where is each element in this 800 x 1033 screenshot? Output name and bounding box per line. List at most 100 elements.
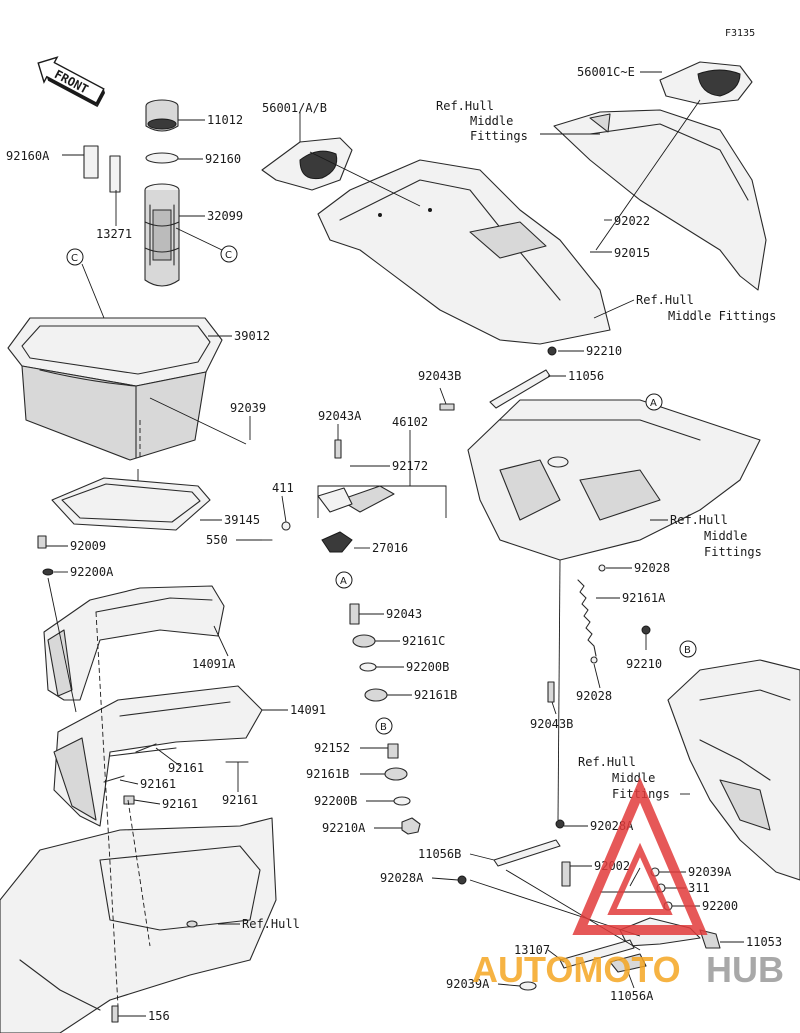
- callout-a-center-label: A: [340, 576, 347, 587]
- bracket-11056A: [609, 953, 647, 973]
- knob-27016: [321, 531, 353, 553]
- callout-c-left: [66, 248, 84, 266]
- washer-92028-lower: [590, 656, 598, 664]
- washer-92028A-upper: [555, 819, 565, 829]
- label-92210A: 92210A: [322, 821, 366, 835]
- washer-92028-upper: [598, 564, 606, 572]
- label-92161-c: 92161: [162, 797, 198, 811]
- screw-156: [111, 1005, 119, 1023]
- label-11056B: 11056B: [418, 847, 461, 861]
- label-11053: 11053: [746, 935, 782, 949]
- callout-b-center-label: B: [380, 722, 387, 733]
- label-92161B-lower: 92161B: [306, 767, 349, 781]
- callout-a-tray: [645, 393, 663, 411]
- label-92160A: 92160A: [6, 149, 50, 163]
- callout-a-tray-label: A: [650, 398, 657, 409]
- label-92160: 92160: [205, 152, 241, 166]
- tray-assembly-a: [467, 399, 761, 561]
- ref-mid-line2: Middle Fittings: [668, 309, 776, 323]
- bolt-92043: [349, 603, 360, 625]
- label-92028-lower: 92028: [576, 689, 612, 703]
- label-92022: 92022: [614, 214, 650, 228]
- latch-assembly-46102: [317, 485, 395, 513]
- label-11012: 11012: [207, 113, 243, 127]
- callout-b-center: [375, 717, 393, 735]
- label-92161-d: 92161: [222, 793, 258, 807]
- label-92161-a: 92161: [168, 761, 204, 775]
- label-92161C: 92161C: [402, 634, 445, 648]
- watermark-logo: AUTOMOTO HUB: [472, 777, 784, 990]
- callout-c-left-label: C: [71, 253, 78, 264]
- label-92039A-lower: 92039A: [446, 977, 490, 991]
- clip-92161-d: [123, 795, 135, 805]
- label-27016: 27016: [372, 541, 408, 555]
- label-92161-b: 92161: [140, 777, 176, 791]
- ref-hull: Ref.Hull: [242, 917, 300, 931]
- label-92200: 92200: [702, 899, 738, 913]
- ref-top-line3: Fittings: [470, 129, 528, 143]
- label-92015: 92015: [614, 246, 650, 260]
- side-panel-top-middle: [317, 159, 611, 345]
- grommet-92161B-upper: [364, 688, 388, 702]
- watermark-triangle-icon: [572, 777, 708, 935]
- side-panel-top-right: [553, 109, 767, 291]
- label-411: 411: [272, 481, 294, 495]
- grommet-92161C: [352, 634, 376, 648]
- label-156: 156: [148, 1009, 170, 1023]
- seal-39145: [51, 477, 211, 531]
- callout-b-bracket-label: B: [684, 645, 691, 656]
- label-39012: 39012: [234, 329, 270, 343]
- front-direction-arrow: FRONT: [37, 56, 106, 108]
- label-39145: 39145: [224, 513, 260, 527]
- label-11056A: 11056A: [610, 989, 654, 1003]
- cover-56001AB: [261, 137, 353, 191]
- label-92043A: 92043A: [318, 409, 362, 423]
- storage-bin-39012: [7, 317, 223, 461]
- hidden-alignment-lines: [95, 420, 151, 1007]
- ref-mid-line1: Ref.Hull: [636, 293, 694, 307]
- label-92028A-lower: 92028A: [380, 871, 424, 885]
- washer-92200B-lower: [393, 796, 411, 806]
- clip-92161-c: [103, 775, 125, 783]
- ref-b-line1: Ref.Hull: [578, 755, 636, 769]
- label-56001CE: 56001C~E: [577, 65, 635, 79]
- figure-code: F3135: [725, 28, 755, 39]
- bolt-92043B-top: [439, 403, 455, 411]
- label-92039: 92039: [230, 401, 266, 415]
- label-311: 311: [688, 881, 710, 895]
- label-92009: 92009: [70, 539, 106, 553]
- watermark-text-part1: AUTOMOTO: [472, 949, 681, 990]
- gasket-92160: [145, 152, 179, 164]
- clip-92161-b: [135, 743, 157, 753]
- deck-cover-14091: [53, 685, 263, 827]
- washer-92200B-upper: [359, 662, 377, 672]
- label-92152: 92152: [314, 741, 350, 755]
- bracket-92160A: [83, 145, 121, 193]
- ref-a-line1: Ref.Hull: [670, 513, 728, 527]
- label-56001AB: 56001/A/B: [262, 101, 327, 115]
- bolt-92043A: [334, 439, 342, 459]
- bolt-92009: [37, 535, 47, 549]
- label-550: 550: [206, 533, 228, 547]
- label-11056: 11056: [568, 369, 604, 383]
- cover-56001CE: [659, 61, 753, 105]
- callout-c-right: [220, 245, 238, 263]
- watermark-text-part2: HUB: [706, 949, 784, 990]
- tube-32099: [144, 183, 180, 287]
- ref-top-line2: Middle: [470, 114, 513, 128]
- callout-c-right-label: C: [225, 250, 232, 261]
- deck-cover-14091A: [43, 585, 225, 701]
- label-14091: 14091: [290, 703, 326, 717]
- nut-92210-top: [547, 346, 557, 356]
- label-92200B-lower: 92200B: [314, 794, 357, 808]
- label-92210-mid: 92210: [626, 657, 662, 671]
- nut-92210-mid: [641, 625, 651, 635]
- cap-11012: [145, 99, 179, 132]
- washer-92200A: [42, 568, 54, 576]
- label-92043B-top: 92043B: [418, 369, 461, 383]
- washer-411: [281, 521, 291, 531]
- bolt-92043B-mid: [547, 681, 555, 703]
- ref-a-line2: Middle: [704, 529, 747, 543]
- collar-92152: [387, 743, 399, 759]
